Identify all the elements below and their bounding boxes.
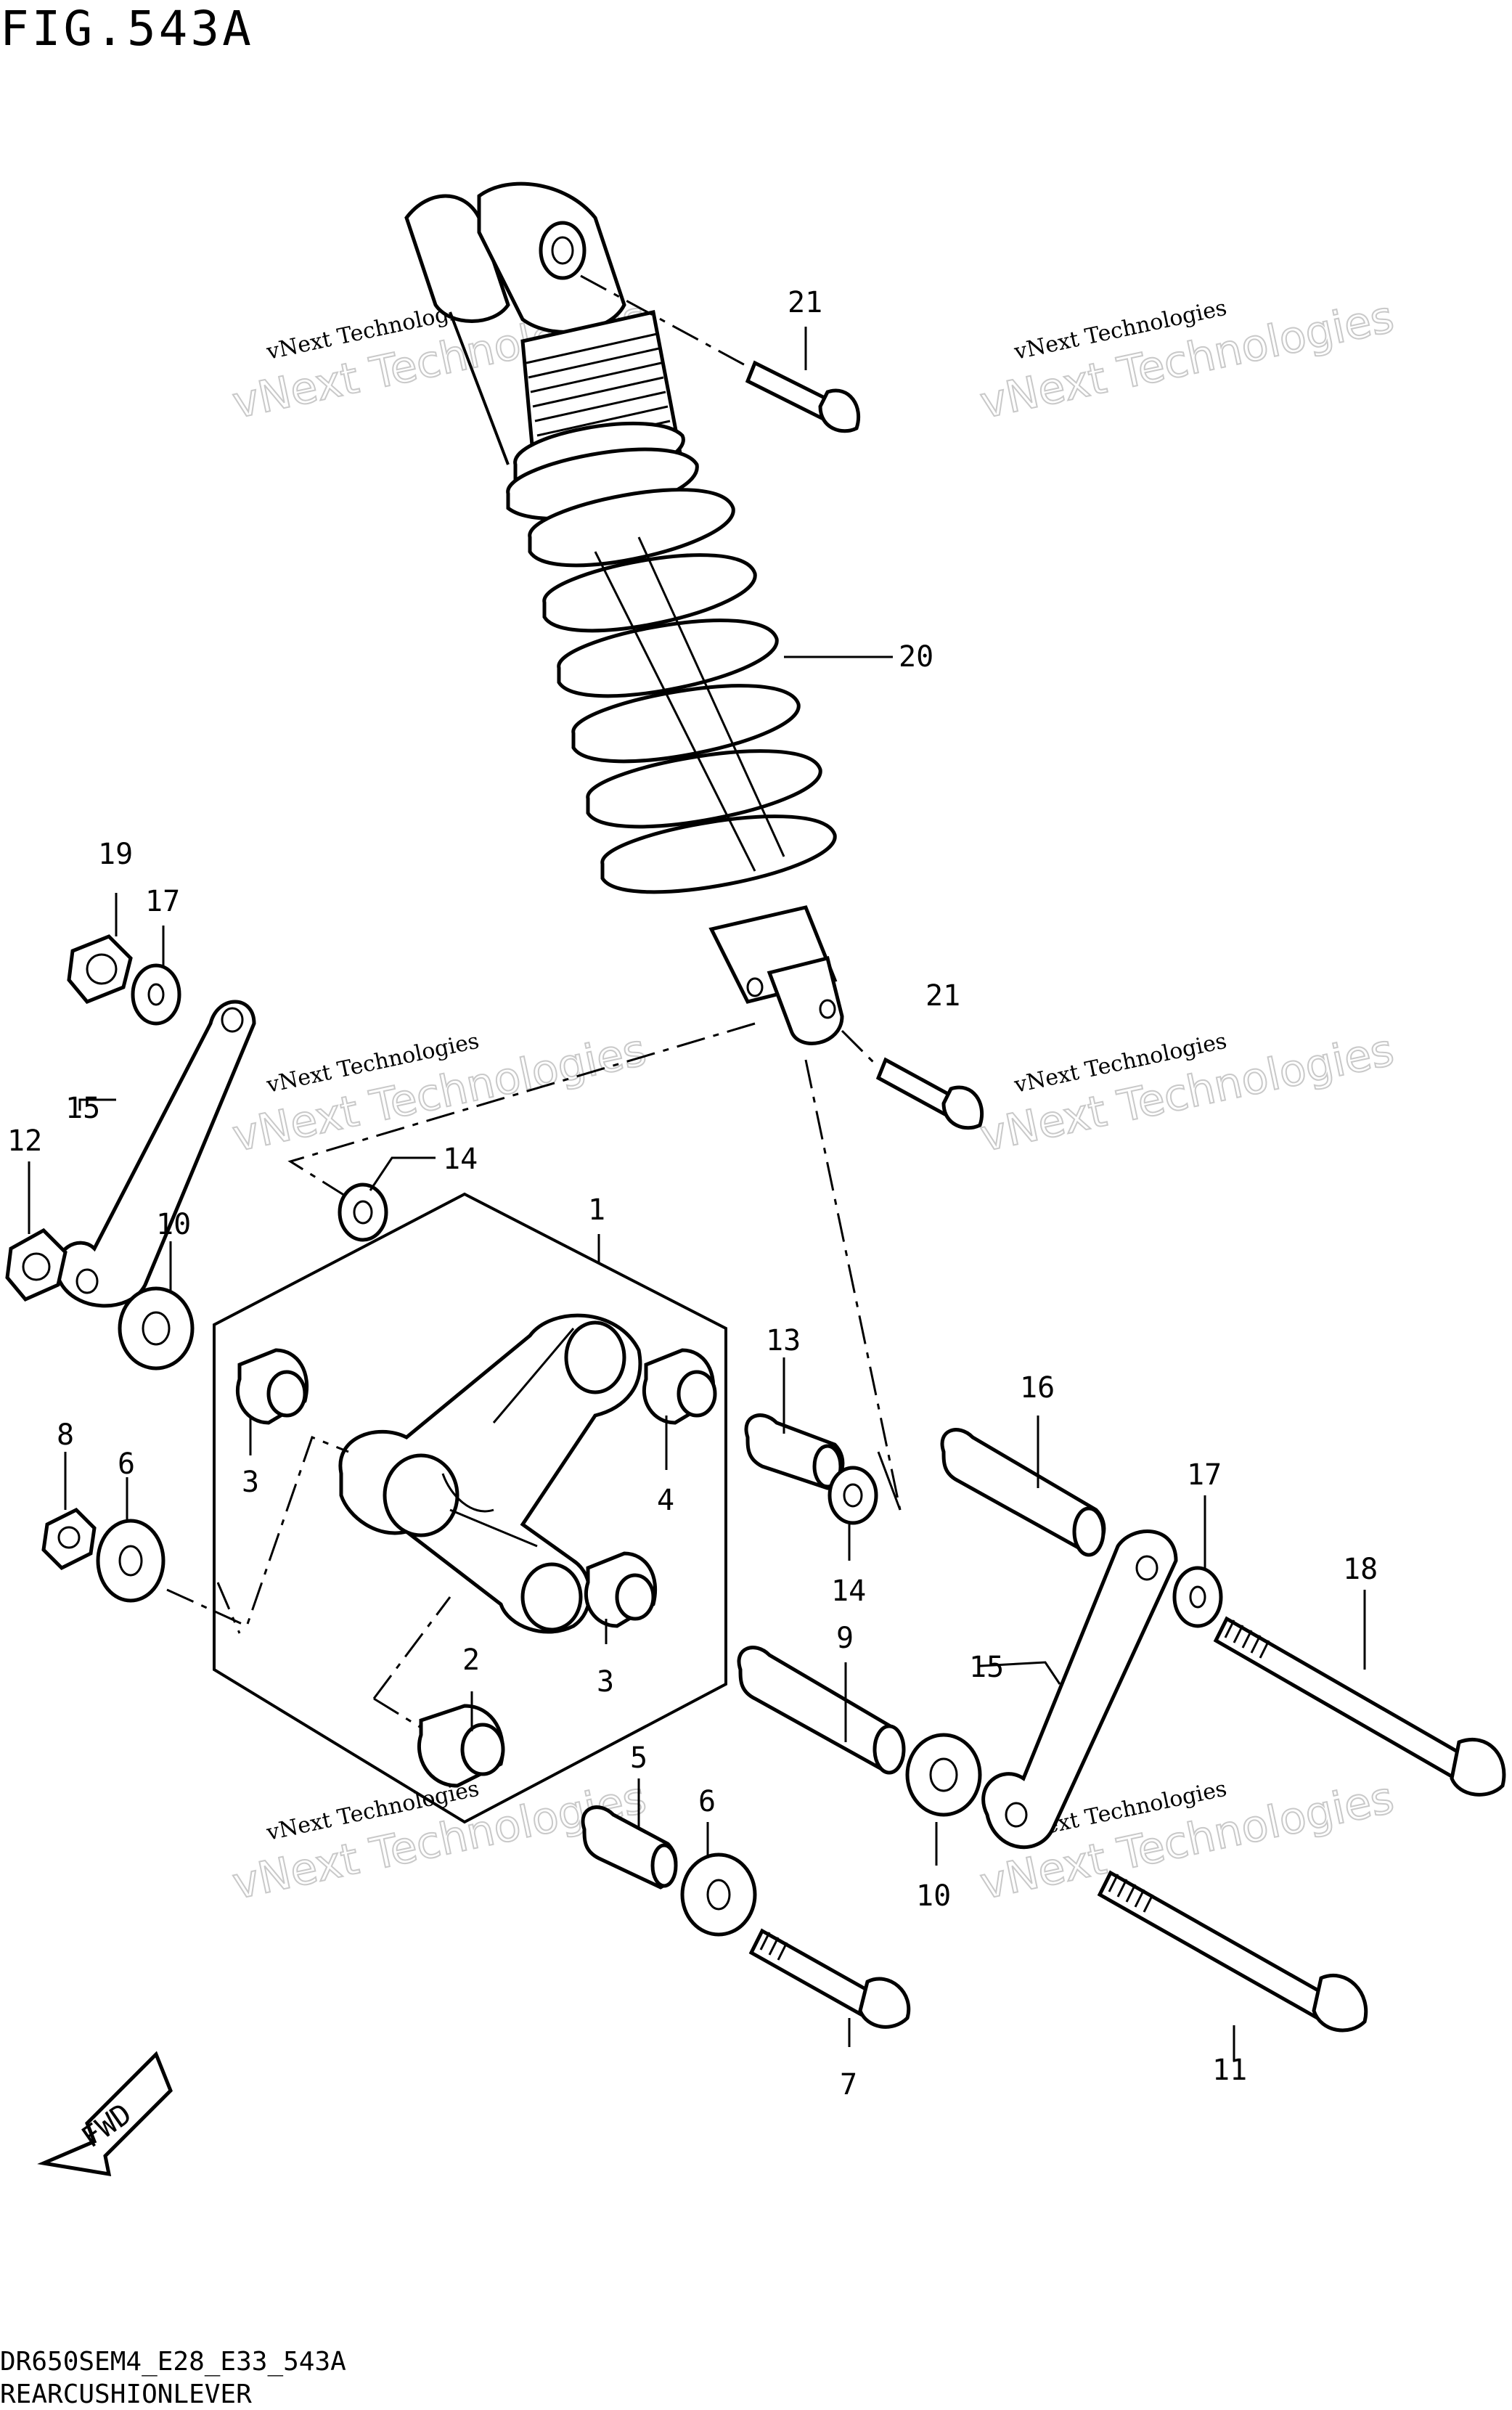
pin-9: [737, 1646, 906, 1775]
watermark-group: vNext Technologies vNext Technologies vN…: [227, 291, 1399, 1911]
callout-15: 15: [969, 1651, 1004, 1684]
assembly-leader-lines: [216, 1022, 902, 1634]
bolt-11: [1097, 1870, 1368, 2033]
bushing-3-lower: [584, 1551, 658, 1628]
callout-17: 17: [1187, 1458, 1222, 1492]
link-15-left: [54, 1000, 256, 1308]
callout-15: 15: [65, 1092, 100, 1125]
callout-10: 10: [916, 1879, 951, 1913]
washer-14-right: [827, 1466, 878, 1525]
lever-assembly-outline: [213, 1192, 727, 1824]
bolt-18: [1213, 1616, 1506, 1797]
bolt-7: [748, 1928, 911, 2029]
pin-16: [940, 1428, 1106, 1557]
callout-6: 6: [698, 1785, 716, 1818]
callout-10: 10: [156, 1208, 191, 1241]
callout-20: 20: [899, 640, 933, 674]
callout-4: 4: [657, 1484, 674, 1517]
washer-17-right: [1172, 1566, 1223, 1628]
figure-title: FIG.543A: [0, 1, 254, 57]
collar-10-right: [905, 1733, 982, 1817]
bushing-3-upper: [235, 1348, 309, 1425]
callout-6: 6: [118, 1447, 135, 1481]
callout-3: 3: [242, 1466, 259, 1499]
collar-6-left: [96, 1519, 165, 1603]
bolt-21-lower: [841, 1029, 984, 1130]
callout-16: 16: [1020, 1371, 1055, 1405]
callout-17: 17: [145, 885, 180, 918]
callout-12: 12: [7, 1124, 42, 1158]
fwd-arrow-icon: FWD: [37, 2051, 173, 2177]
washer-17-left: [131, 963, 181, 1026]
callout-19: 19: [98, 838, 133, 871]
bolt-21-upper: [580, 274, 861, 433]
shock-absorber: [404, 181, 844, 1045]
callout-7: 7: [840, 2068, 857, 2101]
callout-13: 13: [766, 1324, 801, 1357]
nut-8: [41, 1507, 97, 1571]
spacer-2: [372, 1596, 505, 1788]
callout-14: 14: [443, 1143, 478, 1176]
bushing-5: [581, 1805, 678, 1890]
collar-6-right: [680, 1853, 757, 1937]
callout-8: 8: [57, 1418, 74, 1452]
callout-2: 2: [462, 1643, 480, 1677]
callout-18: 18: [1343, 1553, 1378, 1586]
cushion-lever: [338, 1313, 642, 1634]
callout-1: 1: [588, 1193, 605, 1227]
nut-12: [5, 1228, 68, 1302]
washer-14-upper: [338, 1182, 388, 1242]
callout-14: 14: [831, 1574, 866, 1608]
callout-21: 21: [925, 979, 960, 1013]
figure-code: DR650SEM4_E28_E33_543A: [0, 2347, 346, 2377]
nut-19: [67, 934, 133, 1004]
link-15-right: [981, 1529, 1178, 1850]
bushing-4: [642, 1348, 717, 1425]
callout-3: 3: [597, 1665, 614, 1699]
callout-11: 11: [1212, 2054, 1247, 2087]
bushing-13: [744, 1413, 845, 1490]
callout-21: 21: [788, 286, 822, 319]
figure-caption: REARCUSHIONLEVER: [0, 2380, 252, 2409]
callout-9: 9: [836, 1622, 854, 1655]
collar-10-left: [118, 1286, 195, 1371]
callout-labels: 21 20 21 19 17 15 12 14 10 1 8 6 3 4 3 2…: [7, 286, 1378, 2101]
callout-leaders: [28, 327, 1366, 2062]
callout-5: 5: [630, 1741, 647, 1775]
